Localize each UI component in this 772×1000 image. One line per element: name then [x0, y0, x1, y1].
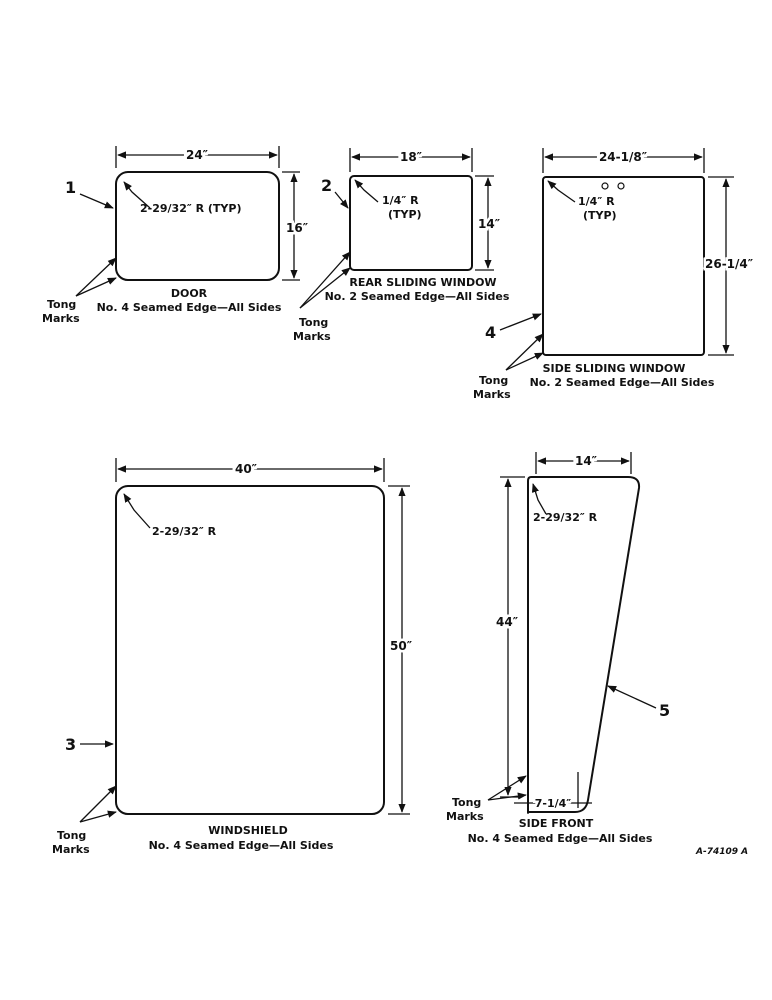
side-front-callout-arrow	[607, 685, 657, 709]
side-window-part: 24-1/8″ 26-1/4″ 1/4″ R (TYP) 4 Tong Mark…	[473, 147, 756, 401]
rear-window-outline	[349, 175, 473, 271]
side-window-radius-leader	[547, 180, 576, 203]
side-front-width-label: 14″	[575, 454, 598, 468]
rear-window-tong-label-1: Tong	[299, 316, 328, 329]
door-callout-arrow	[79, 193, 114, 209]
side-front-outline	[527, 476, 641, 813]
figure-number: A-74109 A	[695, 847, 748, 857]
windshield-tong-label-1: Tong	[57, 829, 86, 842]
side-window-tong-label-1: Tong	[479, 374, 508, 387]
windshield-note: No. 4 Seamed Edge—All Sides	[149, 839, 334, 852]
side-window-title: SIDE SLIDING WINDOW	[543, 362, 686, 375]
door-callout: 1	[65, 178, 76, 197]
rear-window-tong-arrow-2	[299, 267, 351, 309]
door-tong-label-1: Tong	[47, 298, 76, 311]
rear-window-tong-arrow-1	[299, 251, 351, 309]
side-front-tong-label-1: Tong	[452, 796, 481, 809]
windshield-width-label: 40″	[235, 462, 258, 476]
rear-window-radius-label-1: 1/4″ R	[382, 194, 419, 207]
side-window-height-label: 26-1/4″	[705, 257, 754, 271]
door-note: No. 4 Seamed Edge—All Sides	[97, 301, 282, 314]
windshield-radius-label: 2-29/32″ R	[152, 525, 217, 538]
side-front-radius-label: 2-29/32″ R	[533, 511, 598, 524]
rear-window-radius-leader	[354, 179, 379, 203]
windshield-part: 40″ 50″ 2-29/32″ R 3 Tong Marks WINDSHIE…	[52, 458, 415, 856]
rear-window-radius-label-2: (TYP)	[388, 208, 422, 221]
side-front-note: No. 4 Seamed Edge—All Sides	[468, 832, 653, 845]
door-part: 24″ 16″ 2-29/32″ R (TYP) 1 Tong Marks DO…	[42, 145, 311, 325]
side-window-callout-arrow	[499, 313, 542, 331]
side-front-height-label: 44″	[496, 615, 519, 629]
side-front-tong-arrow-2	[487, 792, 527, 801]
windshield-height-label: 50″	[390, 639, 413, 653]
windshield-outline	[115, 485, 385, 815]
side-front-callout: 5	[659, 701, 670, 720]
door-tong-arrow-2	[75, 277, 117, 297]
door-width-label: 24″	[186, 148, 209, 162]
side-window-width-label: 24-1/8″	[599, 150, 648, 164]
door-height-label: 16″	[286, 221, 309, 235]
side-window-callout: 4	[485, 323, 496, 342]
door-radius-leader	[123, 181, 151, 209]
side-front-title: SIDE FRONT	[519, 817, 594, 830]
door-radius-label: 2-29/32″ R (TYP)	[140, 202, 241, 215]
windshield-tong-label-2: Marks	[52, 843, 90, 856]
side-window-outline	[542, 176, 705, 356]
side-window-tong-arrow-2	[505, 352, 544, 371]
side-front-bottom-width-label: 7-1/4″	[535, 797, 572, 810]
rear-window-width-label: 18″	[400, 150, 423, 164]
side-front-tong-arrow-1	[487, 775, 527, 801]
rear-window-tong-label-2: Marks	[293, 330, 331, 343]
windshield-title: WINDSHIELD	[208, 824, 287, 837]
rear-window-part: 18″ 14″ 1/4″ R (TYP) 2 Tong Marks REAR S…	[293, 147, 510, 343]
rear-window-height-label: 14″	[478, 217, 501, 231]
rear-window-note: No. 2 Seamed Edge—All Sides	[325, 290, 510, 303]
side-window-radius-label-2: (TYP)	[583, 209, 617, 222]
door-outline	[115, 171, 280, 281]
side-window-hole-right	[617, 182, 625, 190]
windshield-radius-leader	[123, 493, 151, 529]
windshield-tong-arrow-2	[79, 810, 117, 823]
windshield-callout: 3	[65, 735, 76, 754]
rear-window-title: REAR SLIDING WINDOW	[349, 276, 496, 289]
side-window-hole-left	[601, 182, 609, 190]
rear-window-callout-arrow	[334, 191, 349, 209]
side-front-tong-label-2: Marks	[446, 810, 484, 823]
door-tong-label-2: Marks	[42, 312, 80, 325]
side-window-radius-label-1: 1/4″ R	[578, 195, 615, 208]
side-window-tong-arrow-1	[505, 333, 544, 371]
side-front-radius-leader	[531, 483, 547, 515]
windshield-tong-arrow-1	[79, 785, 117, 823]
door-tong-arrow-1	[75, 257, 117, 297]
side-front-part: 14″ 44″ 7-1/4″ 2-29/32″ R 5 Tong Marks S…	[446, 451, 670, 845]
door-title: DOOR	[171, 287, 208, 300]
side-window-tong-label-2: Marks	[473, 388, 511, 401]
rear-window-callout: 2	[321, 176, 332, 195]
side-window-note: No. 2 Seamed Edge—All Sides	[530, 376, 715, 389]
